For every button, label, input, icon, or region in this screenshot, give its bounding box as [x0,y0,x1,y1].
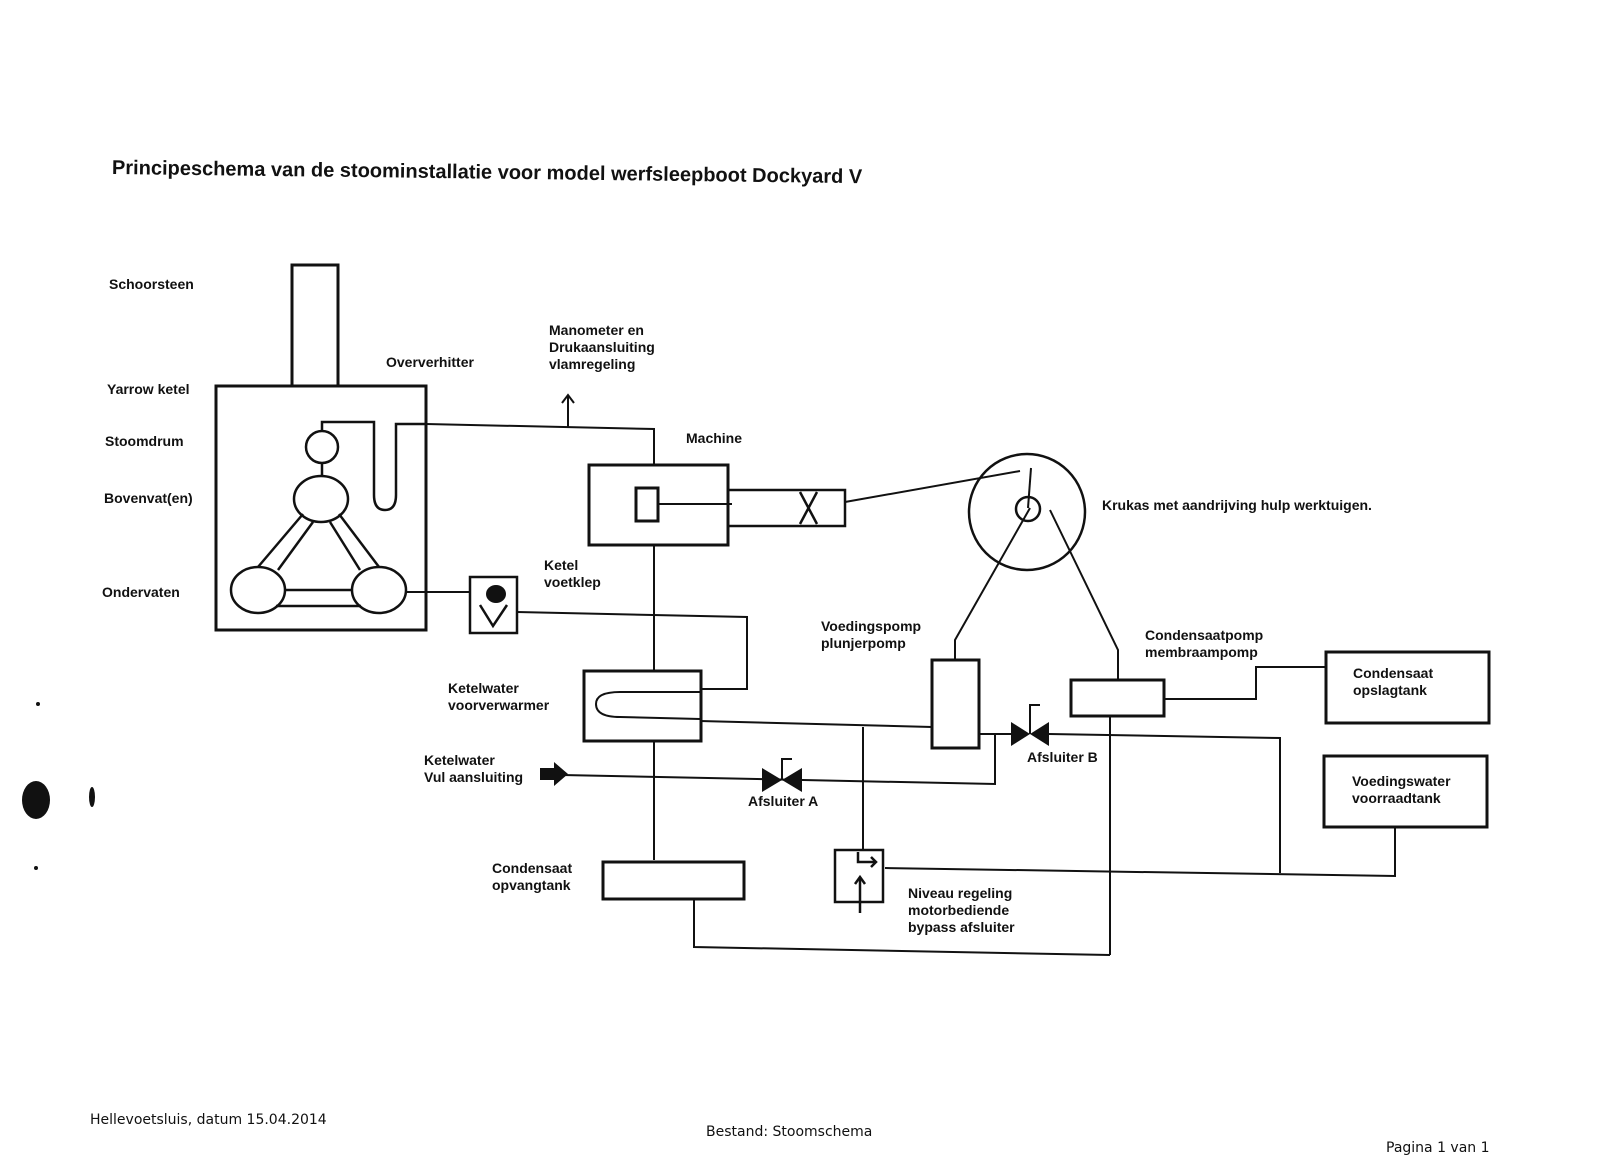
label-voedingspomp: Voedingspomp plunjerpomp [821,618,922,651]
feedwater-reserve-tank [1322,754,1489,829]
manometer-arrow [561,393,575,404]
label-niveau-regeling: Niveau regeling motorbediende bypass afs… [908,885,1015,935]
foot-valve-ball [486,585,506,603]
label-oververhitter: Oververhitter [386,354,474,370]
label-voedingswater-voorraadtank: Voedingswater voorraadtank [1352,773,1451,806]
upper-drum [292,474,350,524]
footer-page: Pagina 1 van 1 [1386,1140,1490,1156]
footer-location-date: Hellevoetsluis, datum 15.04.2014 [90,1112,327,1128]
valve-a [762,758,802,792]
scan-marks [22,702,95,870]
footer-file: Bestand: Stoomschema [706,1124,873,1140]
label-condensaat-opvangtank: Condensaat opvangtank [492,860,573,893]
label-afsluiter-b: Afsluiter B [1027,749,1098,765]
valve-b [1011,704,1049,746]
condensate-storage-tank [1324,650,1491,725]
label-yarrow-ketel: Yarrow ketel [107,381,190,397]
label-schoorsteen: Schoorsteen [109,276,194,292]
crank-wheel [967,452,1087,572]
steam-drum [304,429,340,465]
label-ketel-voetklep: Ketel voetklep [544,557,601,590]
chimney [290,263,340,388]
label-krukas: Krukas met aandrijving hulp werktuigen. [1102,497,1372,513]
label-stoomdrum: Stoomdrum [105,433,184,449]
label-ketelwater-voorverwarmer: Ketelwater voorverwarmer [448,680,550,713]
label-condensaat-opslagtank: Condensaat opslagtank [1353,665,1434,698]
label-machine: Machine [686,430,743,446]
feed-pump [930,658,981,750]
preheater-box [582,669,703,743]
label-ondervaten: Ondervaten [102,584,180,600]
label-manometer: Manometer en Drukaansluiting vlamregelin… [549,322,655,372]
boiler-drums [229,420,426,615]
label-ketelwater-vul: Ketelwater Vul aansluiting [424,752,524,785]
condensate-collection-tank [601,860,746,901]
label-condensaatpomp: Condensaatpomp membraampomp [1145,627,1264,660]
condensate-pump [1069,678,1166,718]
label-afsluiter-a: Afsluiter A [748,793,819,809]
label-bovenvaten: Bovenvat(en) [104,490,193,506]
crosshead-guide [726,488,847,528]
boiler-housing [214,384,428,632]
fill-inlet-arrow [540,762,568,786]
foot-valve [468,575,519,635]
level-control-valve [833,848,885,913]
